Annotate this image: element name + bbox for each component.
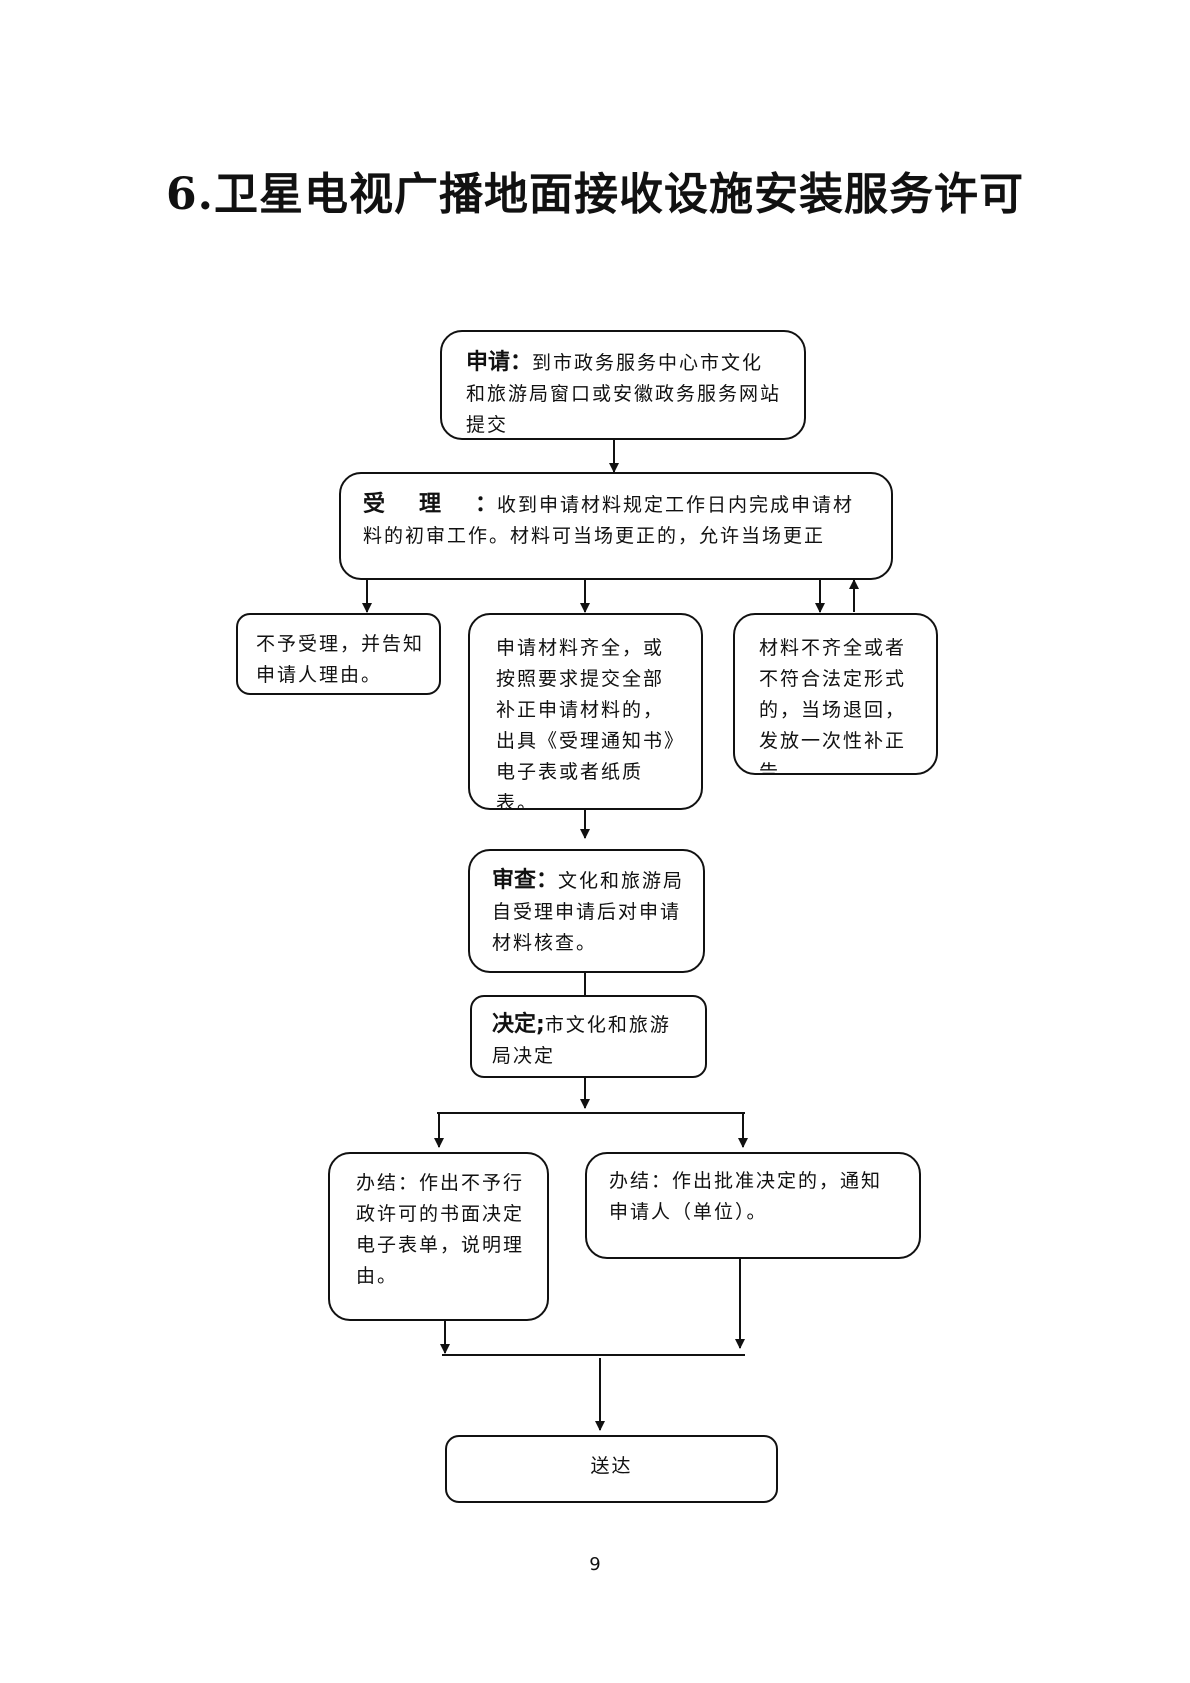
step-complete-text: 申请材料齐全，或按照要求提交全部补正申请材料的，出具《受理通知书》电子表或者纸质… — [496, 637, 676, 810]
step-apply-box: 申请：到市政务服务中心市文化和旅游局窗口或安徽政务服务网站提交 — [440, 330, 806, 440]
step-incomplete-box: 材料不齐全或者不符合法定形式的，当场退回，发放一次性补正告 — [733, 613, 938, 775]
step-apply-label: 申请 — [466, 350, 511, 375]
step-decision-box: 决定;市文化和旅游局决定 — [470, 995, 707, 1078]
page-title: 6.卫星电视广播地面接收设施安装服务许可 — [166, 169, 1024, 220]
page-number: 9 — [589, 1554, 601, 1575]
step-decision-text: 市文化和旅游局决定 — [492, 1014, 671, 1067]
step-deliver-text: 送达 — [590, 1455, 633, 1477]
step-decision-sep: ; — [536, 1012, 545, 1037]
step-apply-sep: ： — [510, 350, 533, 375]
step-reject-box: 不予受理，并告知申请人理由。 — [236, 613, 441, 695]
step-approve-result-text: 办结：作出批准决定的，通知申请人（单位）。 — [609, 1170, 883, 1223]
step-review-text: 文化和旅游局自受理申请后对申请材料核查。 — [492, 870, 685, 954]
step-review-box: 审查：文化和旅游局自受理申请后对申请材料核查。 — [468, 849, 705, 973]
step-incomplete-text: 材料不齐全或者不符合法定形式的，当场退回，发放一次性补正告 — [759, 637, 907, 775]
step-review-label: 审查 — [492, 868, 537, 893]
step-deny-result-box: 办结：作出不予行政许可的书面决定电子表单，说明理由。 — [328, 1152, 549, 1321]
step-accept-text: 收到申请材料规定工作日内完成申请材料的初审工作。材料可当场更正的，允许当场更正 — [363, 494, 855, 547]
step-deliver-box: 送达 — [445, 1435, 778, 1503]
step-accept-sep: ： — [475, 492, 498, 517]
step-complete-box: 申请材料齐全，或按照要求提交全部补正申请材料的，出具《受理通知书》电子表或者纸质… — [468, 613, 703, 810]
step-approve-result-box: 办结：作出批准决定的，通知申请人（单位）。 — [585, 1152, 921, 1259]
step-accept-box: 受理：收到申请材料规定工作日内完成申请材料的初审工作。材料可当场更正的，允许当场… — [339, 472, 893, 580]
step-apply-text: 到市政务服务中心市文化和旅游局窗口或安徽政务服务网站提交 — [466, 352, 782, 436]
step-reject-text: 不予受理，并告知申请人理由。 — [256, 633, 425, 686]
step-decision-label: 决定 — [492, 1012, 537, 1037]
step-accept-label: 受理 — [363, 492, 476, 517]
step-review-sep: ： — [536, 868, 559, 893]
step-deny-result-text: 办结：作出不予行政许可的书面决定电子表单，说明理由。 — [356, 1172, 525, 1287]
